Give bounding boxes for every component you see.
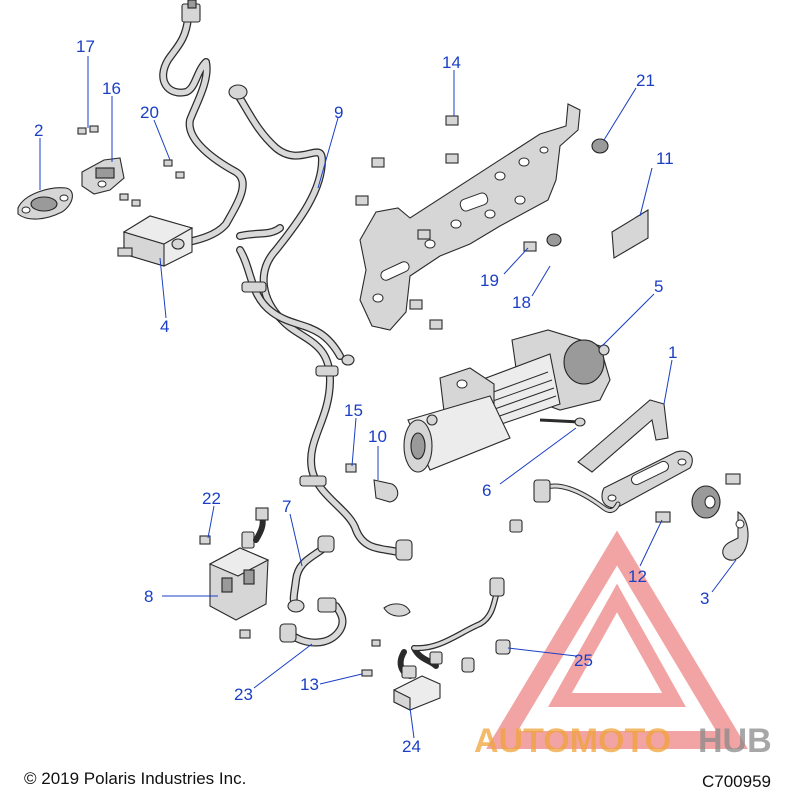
plate-bolts [355, 115, 609, 330]
callout-25: 25 [574, 651, 593, 670]
callout-13: 13 [300, 675, 319, 694]
remote-mount-part [17, 187, 73, 220]
callout-20: 20 [140, 103, 159, 122]
ground-cable-part [279, 597, 347, 647]
bolts-group [77, 125, 185, 207]
automotohub-watermark [486, 530, 748, 749]
copyright-text: © 2019 Polaris Industries Inc. [24, 769, 246, 788]
callout-19: 19 [480, 271, 499, 290]
mounting-plate-part [359, 103, 581, 331]
callout-2: 2 [34, 121, 43, 140]
callout-7: 7 [282, 497, 291, 516]
callout-9: 9 [334, 103, 343, 122]
contactor-part [199, 507, 270, 639]
callout-18: 18 [512, 293, 531, 312]
winch-bracket-part [577, 399, 669, 473]
callout-5: 5 [654, 277, 663, 296]
watermark-part2: HUB [698, 722, 772, 760]
callout-10: 10 [368, 427, 387, 446]
hook-strap-part [509, 479, 621, 533]
screw-13 [361, 669, 373, 677]
callout-22: 22 [202, 489, 221, 508]
fairlead-part [601, 450, 693, 508]
control-module-part [117, 215, 194, 267]
callout-15: 15 [344, 401, 363, 420]
wiring-harness-part [159, 0, 413, 561]
callout-6: 6 [482, 481, 491, 500]
remote-bracket-part [81, 157, 125, 195]
automotohub-wordmark: AUTOMOTO HUB [474, 722, 772, 760]
cable-clamp-part [345, 463, 399, 503]
callout-1: 1 [668, 343, 677, 362]
callout-21: 21 [636, 71, 655, 90]
callout-8: 8 [144, 587, 153, 606]
callout-3: 3 [700, 589, 709, 608]
hook-stopper-part [655, 473, 749, 561]
callout-4: 4 [160, 317, 169, 336]
winch-part [403, 329, 611, 473]
callout-17: 17 [76, 37, 95, 56]
callout-24: 24 [402, 737, 421, 756]
switch-harness-part [371, 577, 511, 711]
callout-14: 14 [442, 53, 461, 72]
watermark-part1: AUTOMOTO [474, 722, 671, 760]
leader-lines [39, 56, 737, 739]
callout-23: 23 [234, 685, 253, 704]
diagram-code: C700959 [702, 772, 771, 791]
callout-labels: 1 2 3 4 5 6 7 8 9 10 11 12 13 14 15 16 1… [34, 37, 709, 756]
battery-cable-part [287, 535, 335, 613]
callout-11: 11 [656, 149, 674, 168]
decal-part [611, 209, 649, 259]
callout-16: 16 [102, 79, 121, 98]
callout-12: 12 [628, 567, 647, 586]
